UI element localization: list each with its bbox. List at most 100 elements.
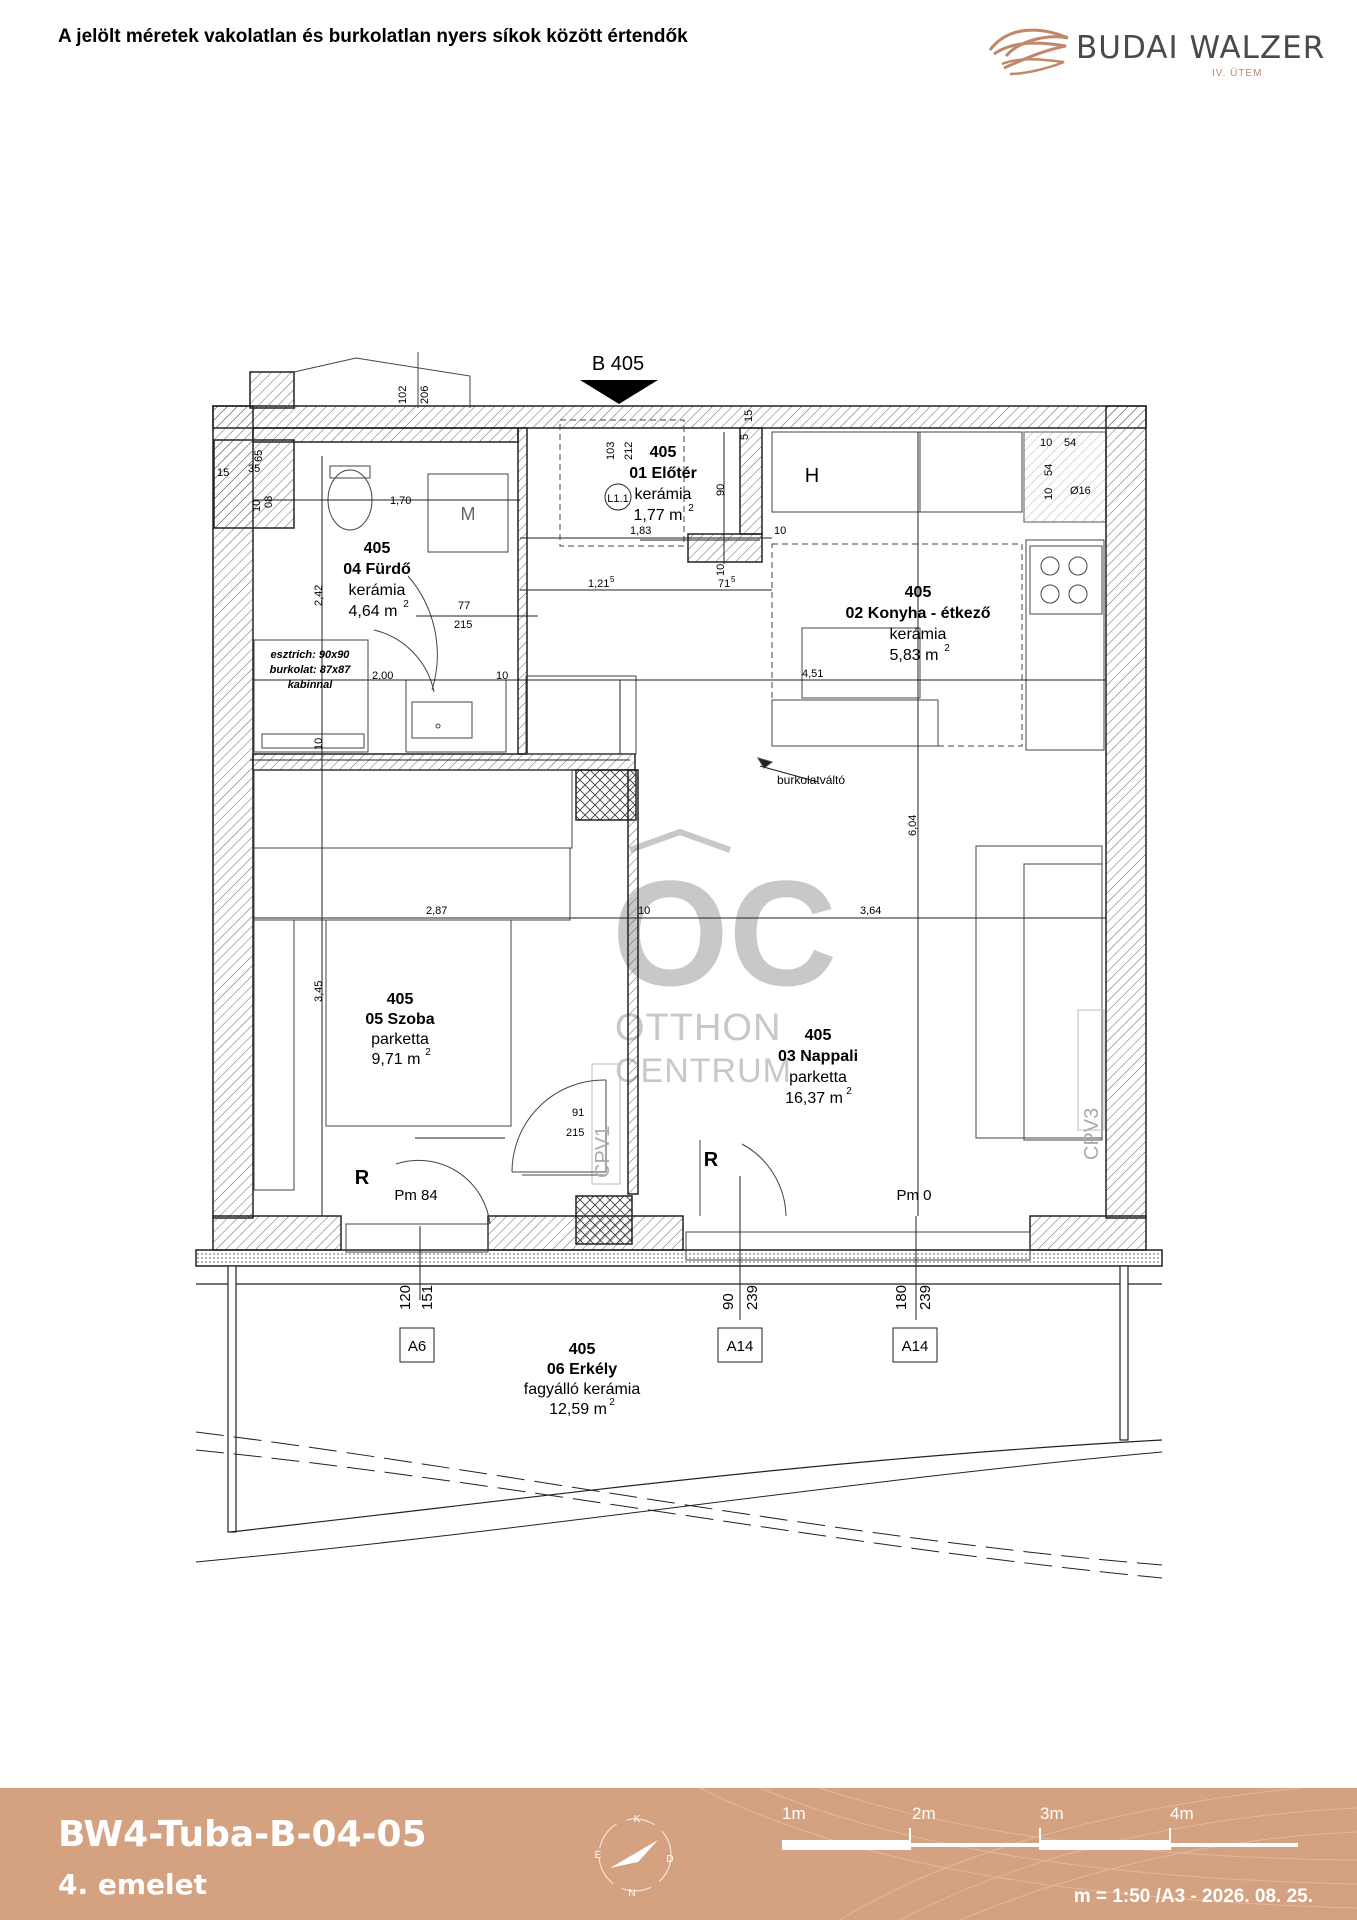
dimension: 3,45 <box>313 981 325 1002</box>
dimension: 1,83 <box>630 525 651 537</box>
room-area: 5,83 m <box>890 647 939 664</box>
dimension: 2,87 <box>426 905 447 917</box>
scale-label: 3m <box>1040 1804 1064 1823</box>
dimension: 102 <box>397 386 409 404</box>
dimension-note: A jelölt méretek vakolatlan és burkolatl… <box>58 26 688 47</box>
dimension: 10 <box>313 738 325 750</box>
room-labels: 405 01 Előtér kerámia 1,77 m 2 405 02 Ko… <box>343 444 990 1418</box>
room-finish: kerámia <box>349 582 406 599</box>
symbol-cpv3: CPV3 <box>1081 1108 1103 1160</box>
room-eloter: 405 01 Előtér kerámia 1,77 m 2 <box>629 444 697 524</box>
room-area-sup: 2 <box>425 1047 431 1058</box>
symbol-cpv1: CPV1 <box>592 1126 614 1178</box>
compass-d: D <box>666 1854 673 1865</box>
room-erkely: 405 06 Erkély fagyálló kerámia 12,59 m 2 <box>524 1341 641 1418</box>
balcony <box>195 1265 1163 1579</box>
room-name: 05 Szoba <box>365 1011 434 1028</box>
room-area-sup: 2 <box>846 1086 852 1097</box>
dimension: 54 <box>1064 437 1076 449</box>
opening-height-a14-window-low: 180 <box>893 1285 910 1310</box>
dimension: 77 <box>458 600 470 612</box>
dimension: 103 <box>605 442 617 460</box>
floor-plan: OC OTTHON CENTRUM <box>195 352 1163 1579</box>
room-konyha: 405 02 Konyha - étkező kerámia 5,83 m 2 <box>846 584 991 664</box>
symbol-washer: M <box>461 504 476 524</box>
scale-bar <box>782 1828 1298 1850</box>
dimension-sup: 5 <box>610 575 615 584</box>
floor-label: 4. emelet <box>58 1868 207 1901</box>
room-number: 405 <box>650 444 677 461</box>
opening-tag-a14-door: A14 <box>727 1338 754 1355</box>
opening-height-a14-window-high: 239 <box>917 1285 934 1310</box>
room-name: 06 Erkély <box>547 1361 617 1378</box>
opening-tag-a6: A6 <box>408 1338 426 1355</box>
section-arrow-icon <box>580 380 658 404</box>
dimension: 10 <box>715 564 727 576</box>
watermark-line1: OTTHON <box>615 1007 781 1049</box>
room-nappali: 405 03 Nappali parketta 16,37 m 2 <box>778 1027 858 1107</box>
room-name: 04 Fürdő <box>343 561 411 578</box>
brand-logo: BUDAI WALZER IV. ÜTEM <box>988 20 1328 80</box>
room-area: 1,77 m <box>634 507 683 524</box>
dimension: 2,00 <box>372 670 393 682</box>
dimension: 215 <box>566 1127 584 1139</box>
shower-note-line: kabinnal <box>288 679 334 691</box>
section-marker: B 405 <box>580 353 658 404</box>
shower-note: esztrich: 90x90 burkolat: 87x87 kabinnal <box>270 649 352 691</box>
dimension: 15 <box>217 467 229 479</box>
dimension: 08 <box>263 496 275 508</box>
compass-e: É <box>595 1848 602 1861</box>
opening-tags: A6 A14 A14 120 151 90 239 180 239 <box>397 1285 938 1363</box>
dimension: 215 <box>454 619 472 631</box>
room-name: 03 Nappali <box>778 1048 858 1065</box>
watermark-logo: OC <box>612 849 837 1017</box>
brand-name: BUDAI WALZER <box>1076 30 1326 66</box>
dimension: 206 <box>419 386 431 404</box>
opening-height-a6-high: 151 <box>419 1285 436 1310</box>
walls <box>195 371 1163 1267</box>
room-number: 405 <box>905 584 932 601</box>
fixtures <box>250 352 1106 1320</box>
dimension: 54 <box>1043 464 1055 476</box>
opening-height-a6-low: 120 <box>397 1285 414 1310</box>
scale-and-date: m = 1:50 /A3 - 2026. 08. 25. <box>1073 1886 1313 1907</box>
dimension: 91 <box>572 1107 584 1119</box>
shower-note-line: esztrich: 90x90 <box>271 649 351 661</box>
dimension: 10 <box>1043 488 1055 500</box>
dimension: 212 <box>623 442 635 460</box>
dimension: 65 <box>253 450 265 462</box>
dimension: 1,21 <box>588 578 609 590</box>
opening-height-a14-door-low: 90 <box>720 1293 737 1310</box>
dimension: 10 <box>1040 437 1052 449</box>
room-number: 405 <box>387 991 414 1008</box>
symbol-distribution: L1.1 <box>607 493 628 505</box>
scale-label: 2m <box>912 1804 936 1823</box>
compass-icon: K D N É <box>595 1814 674 1899</box>
dimension: 10 <box>774 525 786 537</box>
room-number: 405 <box>364 540 391 557</box>
footer-pattern <box>699 1788 1357 1920</box>
level-pm84: Pm 84 <box>394 1187 437 1204</box>
room-finish: kerámia <box>890 626 947 643</box>
watermark: OC OTTHON CENTRUM <box>612 828 837 1090</box>
room-number: 405 <box>569 1341 596 1358</box>
dimension: 10 <box>638 905 650 917</box>
flooring-change-label: burkolatváltó <box>777 773 845 787</box>
section-marker-label: B 405 <box>592 353 644 375</box>
dimension: 4,51 <box>802 668 823 680</box>
symbol-radiator: R <box>355 1167 370 1189</box>
compass-n: N <box>628 1888 635 1899</box>
dimension: 15 <box>743 410 755 422</box>
dimension: 6,04 <box>907 815 919 836</box>
dimension: 2,42 <box>313 585 325 606</box>
room-name: 02 Konyha - étkező <box>846 605 991 622</box>
room-finish: parketta <box>789 1069 847 1086</box>
symbols: M H R R L1.1 CPV1 CPV3 Ø16 burkolatváltó… <box>355 465 1103 1204</box>
room-finish: parketta <box>371 1031 429 1048</box>
watermark-line2: CENTRUM <box>615 1052 792 1090</box>
opening-height-a14-door-high: 239 <box>744 1285 761 1310</box>
compass-k: K <box>634 1814 641 1825</box>
room-area: 12,59 m <box>549 1401 607 1418</box>
dimension-labels: 65 35 15 08 10 1,70 2,42 77 215 2,00 10 … <box>217 386 1076 1139</box>
room-number: 405 <box>805 1027 832 1044</box>
